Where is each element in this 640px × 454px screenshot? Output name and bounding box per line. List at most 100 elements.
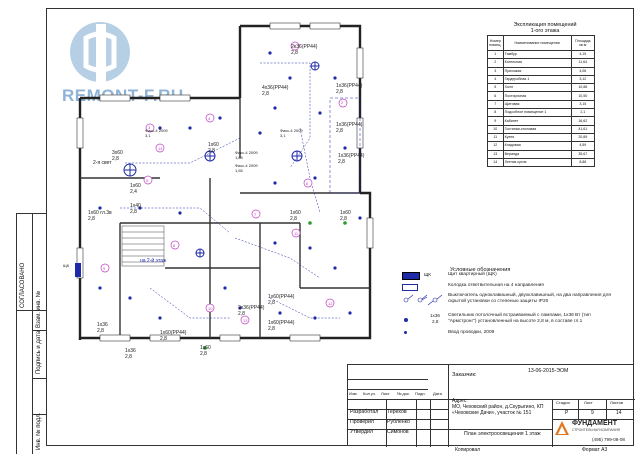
role-name: Рубленко bbox=[387, 419, 410, 425]
address-line: МО, Чеховский район, д.Скурыгино, КП bbox=[452, 404, 544, 410]
stage-header: Стадия bbox=[556, 400, 570, 405]
room-name-cell: Гардеробная 1 bbox=[502, 74, 572, 85]
room-name-cell: Гостиная-столовая bbox=[502, 124, 572, 134]
room-area-cell: 10,50 bbox=[570, 91, 596, 101]
room-no-cell: 13 bbox=[487, 149, 504, 159]
fixture-code: 1х36 bbox=[430, 313, 440, 318]
room-no-cell: 7 bbox=[487, 99, 504, 110]
logo-icon bbox=[70, 22, 130, 82]
plan-label: 1х60(PP44)2,8 bbox=[160, 330, 187, 342]
plan-label: 1х36(PP44)2,8 bbox=[336, 83, 363, 95]
plan-label: на 2-й этаж bbox=[140, 258, 167, 264]
junction-box-symbol bbox=[402, 284, 418, 291]
col-header: Изм. bbox=[349, 391, 358, 396]
room-area-cell: 2,1 bbox=[570, 108, 596, 118]
format-label: Формат А3 bbox=[582, 447, 608, 453]
legend-item: Ввод проводки, 2009 bbox=[448, 330, 495, 335]
room-number: 10 bbox=[208, 306, 213, 311]
room-number: 7 bbox=[254, 212, 257, 217]
fixture-height: 2,8 bbox=[432, 319, 439, 324]
copied-label: Копировал bbox=[455, 447, 481, 453]
room-no-cell: 4 bbox=[487, 74, 504, 85]
room-no-cell: 10 bbox=[487, 124, 504, 134]
room-no-cell: 9 bbox=[487, 116, 504, 126]
room-number: 4 bbox=[208, 116, 211, 121]
room-no-cell: 1 bbox=[487, 49, 504, 60]
room-number: 2 bbox=[341, 100, 344, 105]
room-name-cell: Тамбур bbox=[502, 49, 572, 60]
stage-value: Р bbox=[565, 410, 569, 416]
title-block bbox=[347, 364, 635, 447]
col-header: Наименование помещения bbox=[502, 35, 572, 51]
legend-symbol: ЩК bbox=[424, 272, 431, 277]
room-area-cell: 16,62 bbox=[570, 116, 596, 126]
room-name-cell: Летняя кухня bbox=[502, 157, 572, 168]
plan-label: 1х60(PP44)2,8 bbox=[268, 294, 295, 306]
plan-label: 4х36(PP44)2,8 bbox=[262, 85, 289, 97]
room-area-cell: 35,67 bbox=[570, 149, 596, 159]
sheet-title: План электроосвещения 1 этаж bbox=[464, 431, 541, 437]
inv-dup-label: Взам. инв. № bbox=[36, 290, 42, 328]
col-header: Площадь кв.м bbox=[570, 35, 596, 51]
room-no-cell: 5 bbox=[487, 83, 504, 93]
room-no-cell: 6 bbox=[487, 91, 504, 101]
col-header: Номер помещ. bbox=[487, 35, 504, 51]
room-name-cell: Холл bbox=[502, 83, 572, 93]
room-area-cell: 20,89 bbox=[570, 132, 596, 143]
company-name: ФУНДАМЕНТ bbox=[572, 420, 617, 427]
col-header: № док. bbox=[397, 391, 410, 396]
address-line: «Чеховские Дачи», участок № 151 bbox=[452, 410, 532, 416]
room-area-cell: 41,61 bbox=[570, 124, 596, 134]
entry-symbol bbox=[404, 331, 407, 334]
legend-item: Выключатель одноклавишный, двухклавишный… bbox=[448, 293, 611, 304]
room-no-cell: 11 bbox=[487, 132, 504, 143]
room-name-cell: Кабинет bbox=[502, 116, 572, 126]
room-no-cell: 3 bbox=[487, 66, 504, 76]
room-number: 13 bbox=[243, 318, 248, 323]
sheet-border bbox=[46, 8, 634, 446]
col-header: Кол.уч. bbox=[363, 391, 377, 396]
company-logo-icon bbox=[555, 421, 569, 435]
room-area-cell: 8,88 bbox=[570, 157, 596, 168]
room-name-cell: Щитовая bbox=[502, 99, 572, 110]
inv-orig-label: Инв. № подл. bbox=[36, 412, 42, 450]
room-number: 6 bbox=[306, 181, 309, 186]
fixture-symbol bbox=[404, 318, 408, 322]
legend-item: Колодка ответвительная на 4 направления bbox=[448, 283, 544, 288]
room-name-cell: Кухня bbox=[502, 132, 572, 143]
panel-symbol bbox=[402, 272, 420, 280]
room-number: 3 bbox=[148, 125, 151, 130]
role-label: Разработал bbox=[350, 409, 379, 415]
plan-label: 1х36(PP44)2,8 bbox=[338, 153, 365, 165]
switch-symbols-icon bbox=[403, 294, 443, 306]
left-strip: СОГЛАСОВАНО Подпись и дата Инв. № подл. … bbox=[8, 8, 46, 454]
room-number: 5 bbox=[146, 178, 149, 183]
company-phone: (495) 799-08-08 bbox=[592, 437, 625, 442]
company-sub: СТРОИТЕЛЬНАЯ КОМПАНИЯ bbox=[572, 428, 620, 432]
room-area-cell: 4,06 bbox=[570, 66, 596, 76]
stage-header: Лист bbox=[584, 400, 593, 405]
explication-subtitle: 1-ого этажа bbox=[530, 28, 560, 34]
role-label: Утвердил bbox=[350, 429, 373, 435]
room-no-cell: 2 bbox=[487, 58, 504, 68]
room-no-cell: 8 bbox=[487, 108, 504, 118]
room-area-cell: 3,12 bbox=[570, 74, 596, 85]
plan-label: 1х36(PP44)2,8 bbox=[336, 122, 363, 134]
sign-date-label: Подпись и дата bbox=[36, 330, 42, 374]
room-area-cell: 3,15 bbox=[570, 99, 596, 110]
stage-header: Листов bbox=[610, 400, 623, 405]
room-number: 1 bbox=[293, 43, 296, 48]
room-name-cell: Кладовая bbox=[502, 141, 572, 151]
